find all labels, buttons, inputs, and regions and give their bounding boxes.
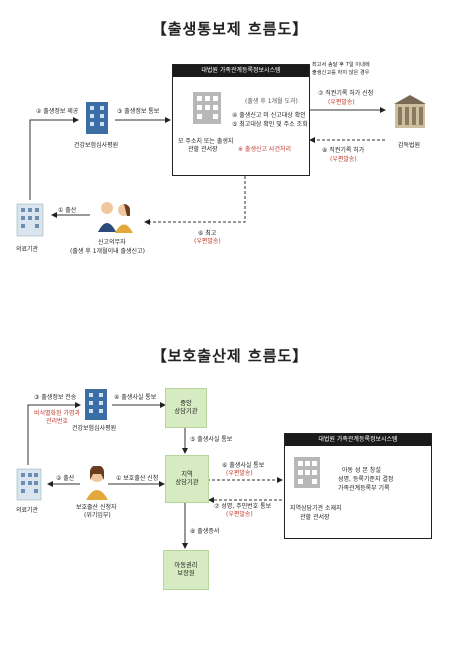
step-d2-s3: ③ 출생정보 전송 [34,394,77,401]
edge-d1-s2 [29,117,79,200]
step-d1-s8: ⑧ 직권기록 허가 [322,147,365,154]
parents-icon [98,202,133,233]
step-d2-s2: ② 출산 [56,475,75,482]
step-d1-s1: ① 출산 [58,207,77,214]
rights-label-2: 보장원 [177,570,195,577]
applicant-icon [86,466,108,500]
applicant-label-2: (위기임부) [84,512,111,519]
d2-local-label-2: 관할 관서장 [300,514,330,521]
diagram2-title: 【보호출산제 흐름도】 [151,347,309,365]
hospital-icon [16,203,44,237]
step-d1-s7-sub: (우편발송) [328,99,355,106]
applicant-label-1: 보호출산 신청자 [76,504,117,511]
court-label: 감독법원 [398,142,421,149]
local-head-label-1: 모 주소지 또는 출생지 [178,138,234,145]
d2-hospital-icon [16,468,42,501]
local-head-label-2: 관할 관서장 [188,146,218,153]
edge-d1-s6 [144,176,246,225]
d2-hospital-label: 의료기관 [16,507,39,514]
central-label-2: 상담기관 [174,408,198,415]
edge-d2-s3 [27,402,81,465]
step-d2-s6: ⑥ 출생사실 통보 [222,462,265,469]
step-d1-s7-note-1: 최고서 송달 후 7일 이내에 [312,62,370,68]
d2-system-box: 대법원 가족관계등록정보시스템 [284,433,432,539]
step-d2-s8: ⑧ 출생증서 [190,528,220,535]
step-d2-s5: ⑤ 출생사실 통보 [190,436,233,443]
central-label-1: 중앙 [180,399,192,407]
d2-system-header: 대법원 가족관계등록정보시스템 [285,434,431,446]
step-d1-s4: ④ 출생신고 미 신고대상 확인 [232,112,306,119]
step-d2-s4: ④ 출생사실 통보 [114,394,157,401]
step-d1-s6-sub: (우편발송) [194,238,221,245]
step-d1-s2: ② 출생정보 제공 [36,108,79,115]
region-label-2: 상담기관 [175,479,199,486]
insurance-label: 건강보험심사평원 [74,142,119,149]
parent-label: 신고의무자 [98,239,126,246]
d2-insurance-building-icon [85,389,107,420]
step-d2-s6-sub: (우편발송) [226,470,253,477]
step-d1-s7: ⑦ 직권기록 허가 신청 [318,90,374,97]
step-d1-s6: ⑥ 최고 [198,230,217,237]
d2-result-1: 아동 성 본 창설 [342,467,381,474]
step-d2-s3-red-2: 관리번호 [46,418,69,425]
court-building-icon [394,95,426,128]
step-d1-electronic: ※ 출생신고 사건처리 [238,146,292,153]
d2-result-2: 성명, 등록기준지 결정 [338,476,394,483]
step-d2-s7: ⑦ 성명, 주민번호 통보 [214,503,272,510]
diagram1-title: 【출생통보제 흐름도】 [151,20,309,38]
step-d2-s1: ① 보호출산 신청 [116,475,159,482]
d2-local-label-1: 지역상담기관 소재지 [290,505,342,512]
d1-system-header: 대법원 가족관계등록정보시스템 [173,65,309,77]
office-building-icon [193,92,221,124]
insurance-building-icon [86,102,108,134]
region-label-1: 지역 [181,470,193,478]
step-d1-s4-note: (출생 후 1개월 도과) [245,98,298,105]
rights-label-1: 아동권리 [174,561,198,569]
step-d1-s3: ③ 출생정보 통보 [117,108,160,115]
d2-office-building-icon [294,457,320,488]
parent-sub-label: (출생 후 1개월이내 출생신고) [70,248,145,255]
step-d2-s7-sub: (우편발송) [226,511,253,518]
step-d1-s7-note-2: 출생신고를 하지 않은 경우 [312,70,370,76]
step-d1-s8-sub: (우편발송) [330,156,357,163]
step-d1-s5: ⑤ 최고대상 확인 및 주소 조회 [232,121,308,128]
hospital-label: 의료기관 [16,246,39,253]
step-d2-s3-red-1: 비식별화된 가명과 [34,410,81,417]
d2-insurance-label: 건강보험심사평원 [72,425,117,432]
d2-result-3: 가족관계등록부 기록 [338,485,390,492]
